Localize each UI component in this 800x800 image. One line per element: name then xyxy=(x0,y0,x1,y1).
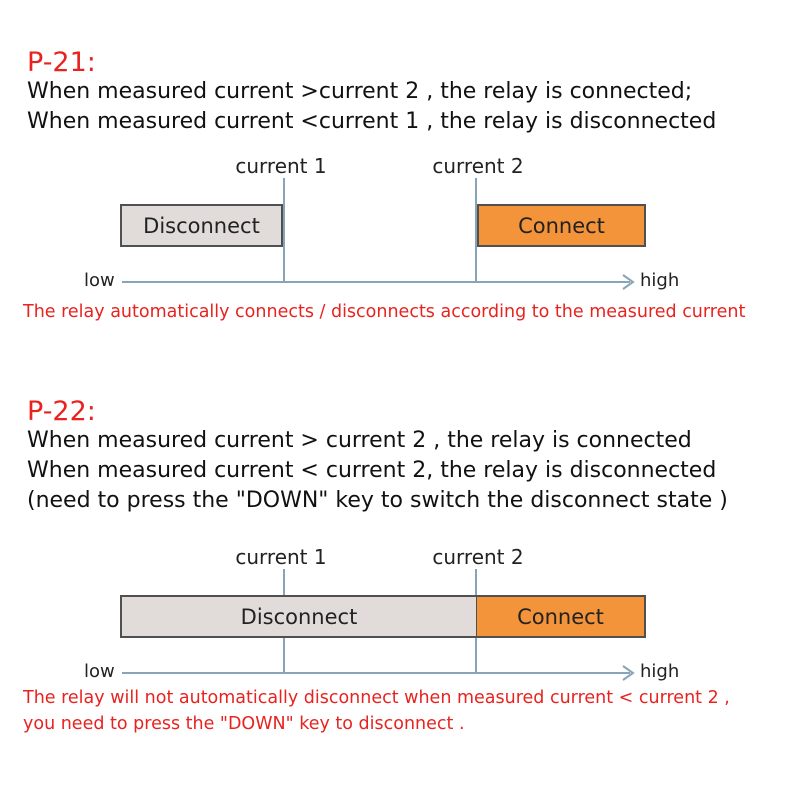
p21-description-line-1: When measured current >current 2 , the r… xyxy=(27,79,693,104)
p21-heading: P-21: xyxy=(27,47,96,78)
p21-description-line-2: When measured current <current 1 , the r… xyxy=(27,109,717,134)
p22-axis-line xyxy=(122,672,630,674)
p21-low-label: low xyxy=(84,270,115,291)
p21-high-label: high xyxy=(640,270,680,291)
p22-description-line-1: When measured current > current 2 , the … xyxy=(27,428,692,453)
p21-current-2-marker xyxy=(475,178,477,282)
p22-axis-arrow-icon xyxy=(622,665,635,681)
p22-note-line-1: The relay will not automatically disconn… xyxy=(23,688,730,708)
p21-current-1-marker xyxy=(283,178,285,282)
p21-axis-arrow-icon xyxy=(622,274,635,290)
p21-axis-line xyxy=(122,281,630,283)
p22-connect-box: Connect xyxy=(477,595,646,638)
p22-description-line-3: (need to press the "DOWN" key to switch … xyxy=(27,488,728,513)
p21-current-2-label: current 2 xyxy=(432,154,524,178)
p21-note: The relay automatically connects / disco… xyxy=(23,302,746,322)
p22-note-line-2: you need to press the "DOWN" key to disc… xyxy=(23,714,465,734)
p21-disconnect-label: Disconnect xyxy=(143,213,260,238)
p22-disconnect-label: Disconnect xyxy=(240,604,358,629)
p21-disconnect-box: Disconnect xyxy=(120,204,283,247)
p21-current-1-label: current 1 xyxy=(235,154,327,178)
p22-current-2-label: current 2 xyxy=(432,545,524,569)
p22-heading: P-22: xyxy=(27,396,96,427)
p21-connect-label: Connect xyxy=(518,213,605,238)
p22-disconnect-box: Disconnect xyxy=(120,595,478,638)
p22-connect-label: Connect xyxy=(517,604,604,629)
p21-connect-box: Connect xyxy=(477,204,646,247)
p22-current-1-label: current 1 xyxy=(235,545,327,569)
p22-description-line-2: When measured current < current 2, the r… xyxy=(27,458,717,483)
p22-high-label: high xyxy=(640,661,680,682)
p22-low-label: low xyxy=(84,661,115,682)
